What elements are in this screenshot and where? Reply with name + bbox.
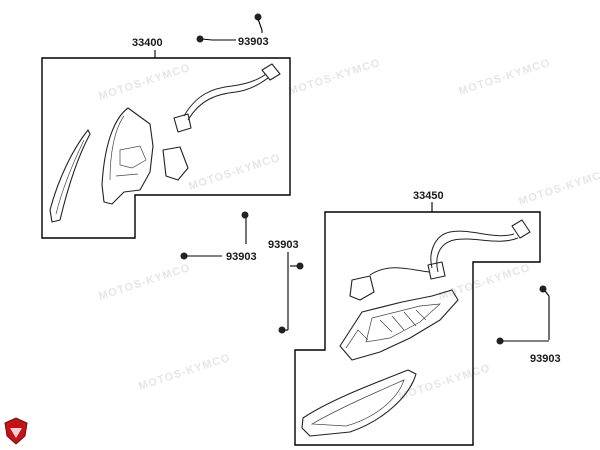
lens-strip-lower-inner [310, 379, 405, 427]
bulb-lower [427, 261, 446, 280]
housing-lower [339, 289, 459, 361]
housing-lower-detail [345, 329, 369, 349]
housing-upper-detail-3 [115, 173, 139, 177]
watermarks: MOTOS-KYMCO MOTOS-KYMCO MOTOS-KYMCO MOTO… [97, 57, 600, 403]
connector-lower [511, 219, 531, 239]
assembly-frame-lower [294, 211, 541, 446]
bulb-upper [173, 113, 192, 133]
watermark-2: MOTOS-KYMCO [287, 57, 382, 98]
bulb-socket-lower [349, 275, 375, 301]
housing-lower-lens [365, 303, 442, 343]
connector-upper [261, 63, 281, 81]
watermark-6: MOTOS-KYMCO [437, 262, 532, 303]
housing-upper [101, 107, 154, 205]
assembly-33400: 33400 93903 [41, 13, 291, 239]
screws-middle-center: 93903 [268, 239, 304, 334]
lens-strip-lower [301, 369, 417, 437]
housing-lower-pattern [379, 309, 427, 333]
lens-strip-upper-edge [55, 139, 85, 215]
housing-upper-detail-1 [109, 115, 125, 181]
assembly-33450: 33450 [294, 190, 541, 446]
screw-icon [290, 262, 304, 270]
watermark-1: MOTOS-KYMCO [97, 62, 192, 103]
part-number-93903-left: 93903 [226, 251, 257, 263]
wire-upper-b [187, 77, 269, 121]
lens-strip-upper [49, 129, 91, 223]
housing-upper-detail-2 [119, 145, 147, 169]
wire-upper-a [183, 73, 267, 117]
watermark-8: MOTOS-KYMCO [397, 362, 492, 403]
screw-icon [278, 326, 288, 334]
watermark-4: MOTOS-KYMCO [187, 152, 282, 193]
screw-icon [241, 211, 249, 228]
assembly-frame-upper [41, 57, 291, 239]
screws-middle-left: 93903 [180, 211, 257, 263]
watermark-5: MOTOS-KYMCO [97, 262, 192, 303]
watermark-3: MOTOS-KYMCO [457, 57, 552, 98]
screw-icon [539, 285, 550, 297]
wire-lower-a [430, 230, 515, 269]
screw-icon [496, 337, 549, 345]
watermark-7: MOTOS-KYMCO [137, 352, 232, 393]
shield-logo-icon [4, 417, 28, 445]
screws-right: 93903 [496, 285, 561, 365]
watermark-9: MOTOS-KYMCO [517, 167, 600, 208]
part-number-93903-center: 93903 [268, 239, 299, 251]
part-number-93903-top: 93903 [238, 36, 269, 48]
part-number-33400: 33400 [132, 37, 163, 49]
part-number-33450: 33450 [413, 190, 444, 202]
wire-lower-c [369, 267, 431, 276]
screw-icon [180, 252, 222, 260]
bulb-socket-upper [162, 146, 189, 181]
part-number-93903-right: 93903 [530, 353, 561, 365]
screw-icon [254, 13, 263, 31]
wire-lower-b [436, 237, 519, 273]
screw-icon [196, 35, 213, 43]
